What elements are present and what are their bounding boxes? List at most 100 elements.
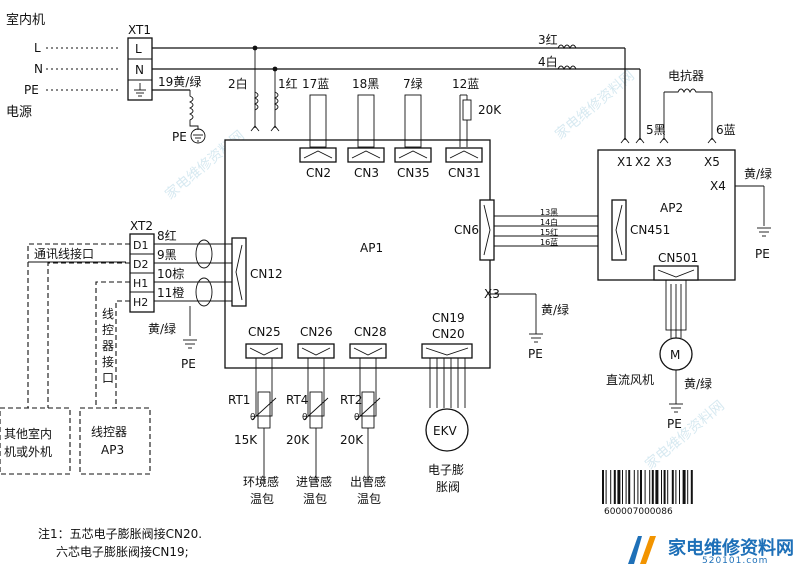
port-cn451: CN451 [630,223,670,237]
motor-pe-label: PE [667,417,682,431]
barcode-bar [637,470,639,504]
rt4-theta: θ [302,413,308,423]
connector-cn12: CN12 [231,237,283,307]
wire-18-black: 18黑 [352,77,379,91]
sensor2-label-1: 进管感 [296,474,332,489]
connector-cn501: CN501 M 直流风机 黄/绿 PE [606,251,712,431]
comm-ground-symbol [183,339,197,349]
rt1-theta: θ [250,413,256,423]
pe-ground-symbol-x3 [529,333,543,343]
ap1-board [224,139,491,369]
wire-7-green: 7绿 [403,76,423,91]
port-cn6: CN6 [454,223,479,237]
reactor: 电抗器 5黑 6蓝 [646,68,736,144]
port-cn2: CN2 [306,166,331,180]
barcode-bar [667,470,669,504]
motor-wire-label: 黄/绿 [684,376,712,391]
sensor1-label-2: 温包 [250,492,274,506]
ap2-port-x2: X2 [635,155,651,169]
motor-symbol: M [670,348,680,362]
barcode-bar [605,470,607,504]
ap2-feeds: 3红 4白 [538,32,645,144]
other-unit-label-2: 机或外机 [4,445,52,459]
power-source-label: 电源 [6,105,32,120]
site-logo: 家电维修资料网 520101.com [624,528,794,568]
xt2-pin-d2: D2 [133,258,148,271]
x3-pe-label: PE [528,347,543,361]
ekv-symbol: EKV [433,424,457,438]
barcode-bar [613,470,616,504]
wire-10-brown: 10棕 [157,266,184,281]
sensor3-label-2: 温包 [357,492,381,506]
wire-9-black: 9黑 [157,248,177,262]
ap1-label: AP1 [360,241,383,255]
controller-interface-char-2: 控 [102,323,114,337]
wire-4-white: 4白 [538,54,558,69]
barcode-bar [655,470,659,504]
xt1-label: XT1 [128,23,151,37]
pe-wire-label: 19黄/绿 [158,74,201,89]
barcode-bar [622,470,623,504]
port-cn35: CN35 [397,166,430,180]
ekv-label-1: 电子膨 [428,463,464,477]
resistor-20k: 20K [478,103,502,117]
port-cn12: CN12 [250,267,283,281]
bus-wire-13: 13黑 [540,208,558,217]
sensor-cn28: CN28 RT2 θ 20K 出管感 温包 [340,325,387,506]
sensor2-label-2: 温包 [303,492,327,506]
barcode-bar [610,470,612,504]
ap1-top-connectors: 17蓝 CN2 18黑 CN3 7绿 CN35 12蓝 20 [299,76,502,180]
rt2-theta: θ [354,413,360,423]
barcode-number: 600007000086 [604,507,673,517]
rt4-label: RT4 [286,393,308,407]
controller-interface-char-3: 器 [102,339,114,353]
wire-5-black: 5黑 [646,123,666,137]
ap2-port-x5: X5 [704,155,720,169]
barcode-bar [633,470,635,504]
barcode-bar [682,470,686,504]
barcode-bar [644,470,646,504]
barcode-bar [625,470,627,504]
wire-11-orange: 11橙 [157,285,184,300]
ap2-label: AP2 [660,201,683,215]
ekv-valve [425,408,469,452]
logo-url: 520101.com [702,556,769,566]
xt1-pin-l: L [135,42,142,56]
comm-ground-wire: 黄/绿 [148,321,176,336]
ap2-port-x1: X1 [617,155,633,169]
connector-cn2: 17蓝 CN2 [299,77,337,180]
controller-interface-char-4: 接 [102,354,114,369]
barcode-bar [628,470,631,504]
controller-interface-char-1: 线 [102,307,114,321]
connector-cn31: 12蓝 20K CN31 [445,77,502,180]
footer-note: 注1：五芯电子膨胀阀接CN20. 六芯电子膨胀阀接CN19; [38,525,202,561]
comm-interface-label: 通讯线接口 [34,246,94,261]
rt4-value: 20K [286,433,310,447]
wire-1-red: 1红 [278,76,298,91]
sensor-cn26: CN26 RT4 θ 20K 进管感 温包 [286,325,335,506]
port-cn19: CN19 [432,311,465,325]
barcode-bar [675,470,677,504]
xt1-pin-n: N [135,63,144,77]
comm-pe-label: PE [181,357,196,371]
bus-wire-15: 15红 [540,227,558,237]
line-label-pe: PE [24,83,39,97]
controller-label: 线控器 [91,425,127,439]
barcode-bar [617,470,621,504]
controller-ap3-label: AP3 [101,443,124,457]
ap2-port-x4: X4 [710,179,726,193]
bus-ap1-ap2: 13黑 14白 15红 16蓝 [494,208,612,247]
port-cn20: CN20 [432,327,465,341]
bus-wire-14: 14白 [540,217,558,227]
ekv-label-2: 胀阀 [436,480,460,494]
xt2-pin-d1: D1 [133,239,148,252]
bus-wire-16: 16蓝 [540,237,558,247]
barcode-bar [649,470,651,504]
barcode-bar [687,470,689,504]
wire-3-red: 3红 [538,32,558,47]
barcode-bar [663,470,666,504]
port-cn26: CN26 [300,325,333,339]
line-label-l: L [34,41,41,55]
